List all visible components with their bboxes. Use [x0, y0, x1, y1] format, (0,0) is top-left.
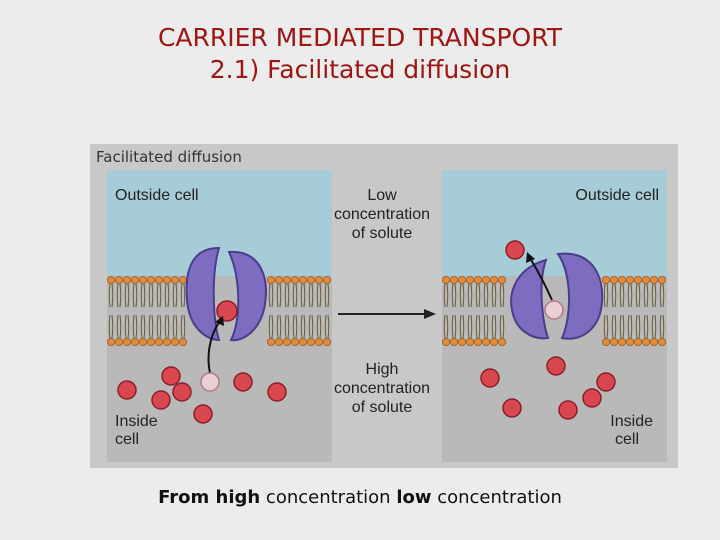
inside-region — [107, 346, 332, 462]
high-conc-line2: concentration — [333, 380, 431, 397]
right-panel-drawing — [442, 240, 666, 420]
slide-title: CARRIER MEDIATED TRANSPORT 2.1) Facilita… — [0, 22, 720, 86]
solute — [558, 400, 578, 420]
outside-region — [107, 170, 332, 276]
carrier-protein — [185, 246, 267, 342]
caption-from-high: From high — [158, 487, 261, 508]
low-conc-line1: Low — [367, 187, 397, 204]
outside-cell-label: Outside cell — [575, 187, 659, 204]
right-panel: Outside cell Inside cell — [442, 170, 667, 462]
outside-region — [442, 170, 667, 276]
caption-low: low — [396, 487, 432, 508]
solute — [582, 388, 602, 408]
solute-released — [505, 240, 525, 260]
slide-title-line2: 2.1) Facilitated diffusion — [209, 55, 511, 84]
solute — [546, 356, 566, 376]
exit-arrow — [529, 257, 553, 301]
inside-cell-label-line1: Inside — [610, 413, 653, 430]
solute — [596, 372, 616, 392]
caption: From high concentration low concentratio… — [0, 487, 720, 508]
solute — [161, 366, 181, 386]
lipid-bilayer — [442, 276, 666, 346]
inside-cell-label-line2: cell — [614, 431, 639, 448]
low-conc-line3: of solute — [351, 225, 413, 242]
solute-ghost — [544, 300, 564, 320]
solute — [172, 382, 192, 402]
carrier-protein — [510, 252, 604, 340]
caption-concentration-2: concentration — [431, 487, 562, 508]
high-conc-line3: of solute — [351, 399, 413, 416]
solute — [117, 380, 137, 400]
left-panel-drawing — [107, 246, 331, 424]
inside-cell-label-line2: cell — [115, 431, 140, 448]
high-conc-line1: High — [365, 361, 399, 378]
solute — [151, 390, 171, 410]
left-panel: Outside cell Inside cell — [107, 170, 332, 462]
lipid-bilayer — [107, 276, 331, 346]
low-conc-line2: concentration — [333, 206, 431, 223]
diagram-figure: Facilitated diffusion Outside cell Insid… — [90, 144, 678, 468]
solute — [233, 372, 253, 392]
solute — [267, 382, 287, 402]
inside-cell-label-line1: Inside — [115, 413, 158, 430]
solute — [480, 368, 500, 388]
solute-ghost — [200, 372, 220, 392]
high-concentration-label: High concentration of solute — [322, 360, 442, 417]
caption-concentration-1: concentration — [260, 487, 397, 508]
solute — [502, 398, 522, 418]
solute — [193, 404, 213, 424]
figure-title: Facilitated diffusion — [96, 148, 242, 166]
low-concentration-label: Low concentration of solute — [322, 186, 442, 243]
slide-title-line1: CARRIER MEDIATED TRANSPORT — [157, 23, 563, 52]
solute-in-carrier — [216, 300, 238, 322]
outside-cell-label: Outside cell — [115, 187, 199, 204]
